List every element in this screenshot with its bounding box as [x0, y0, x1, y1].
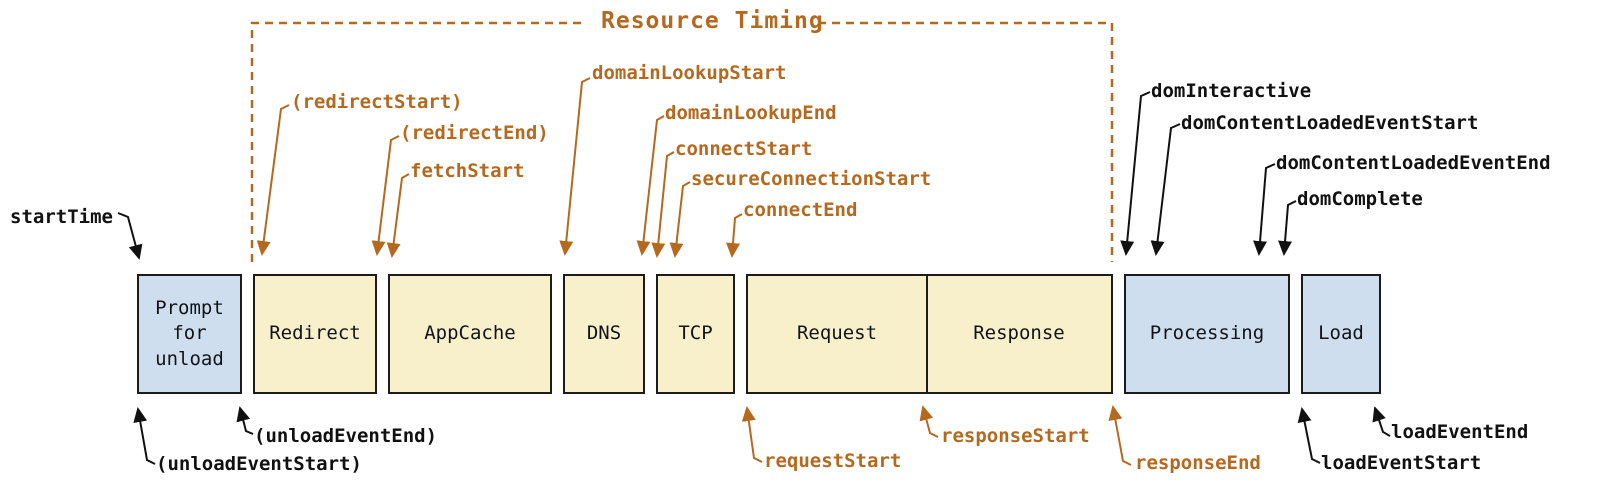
- label-response-end: responseEnd: [1135, 452, 1261, 474]
- box-processing: Processing: [1124, 274, 1290, 394]
- box-tcp: TCP: [656, 274, 735, 394]
- arrow-unload-event-start: [133, 407, 156, 465]
- arrow-redirect-end: [371, 135, 400, 256]
- label-start-time: startTime: [10, 206, 113, 228]
- arrow-load-event-end: [1372, 406, 1391, 437]
- arrow-domain-lookup-start: [559, 77, 591, 256]
- label-dom-interactive: domInteractive: [1151, 80, 1312, 102]
- label-unload-event-start: (unloadEventStart): [156, 453, 362, 475]
- arrow-dom-content-loaded-event-start: [1150, 123, 1181, 256]
- arrow-unload-event-end: [236, 406, 254, 435]
- label-dom-content-loaded-event-end: domContentLoadedEventEnd: [1276, 152, 1551, 174]
- label-dom-complete: domComplete: [1297, 188, 1423, 210]
- resource-timing-bracket-right: [818, 21, 1114, 262]
- arrow-dom-content-loaded-event-end: [1253, 163, 1276, 256]
- arrow-connect-end: [726, 213, 743, 258]
- label-redirect-start: (redirectStart): [291, 91, 463, 113]
- label-connect-start: connectStart: [675, 138, 813, 160]
- arrow-response-start: [919, 405, 939, 438]
- resource-timing-title: Resource Timing: [601, 8, 824, 34]
- label-domain-lookup-start: domainLookupStart: [592, 62, 787, 84]
- arrow-dom-interactive: [1120, 91, 1151, 256]
- arrow-request-start: [741, 406, 763, 463]
- arrow-dom-complete: [1278, 200, 1297, 256]
- arrow-redirect-start: [256, 104, 290, 256]
- arrow-fetch-start: [386, 173, 410, 258]
- box-response: Response: [925, 274, 1113, 394]
- label-request-start: requestStart: [764, 450, 902, 472]
- label-connect-end: connectEnd: [743, 199, 858, 221]
- box-load: Load: [1301, 274, 1381, 394]
- box-dns: DNS: [563, 274, 645, 394]
- arrow-start-time: [117, 212, 143, 260]
- label-redirect-end: (redirectEnd): [400, 122, 549, 144]
- box-redirect: Redirect: [253, 274, 377, 394]
- label-secure-connection-start: secureConnectionStart: [691, 168, 932, 190]
- box-prompt-for-unload: Prompt for unload: [137, 274, 242, 394]
- arrow-connect-start: [651, 151, 675, 258]
- box-appcache: AppCache: [388, 274, 552, 394]
- arrow-response-end: [1108, 405, 1132, 466]
- box-request: Request: [746, 274, 928, 394]
- arrow-secure-connection-start: [669, 181, 691, 258]
- label-fetch-start: fetchStart: [410, 160, 525, 182]
- arrow-load-event-start: [1297, 407, 1321, 464]
- label-unload-event-end: (unloadEventEnd): [254, 425, 438, 447]
- label-load-event-end: loadEventEnd: [1391, 421, 1529, 443]
- label-dom-content-loaded-event-start: domContentLoadedEventStart: [1181, 112, 1479, 134]
- label-response-start: responseStart: [941, 425, 1090, 447]
- label-load-event-start: loadEventStart: [1321, 452, 1482, 474]
- arrow-domain-lookup-end: [636, 115, 665, 256]
- label-domain-lookup-end: domainLookupEnd: [665, 102, 837, 124]
